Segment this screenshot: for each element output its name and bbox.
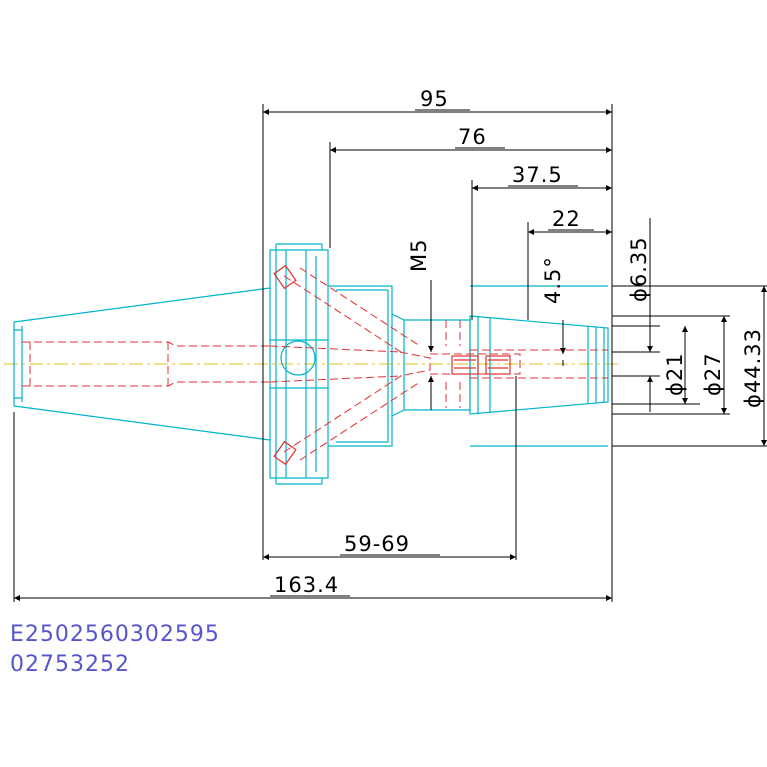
dim-overall-flange: 95 — [420, 87, 449, 111]
dia-bore-label: ϕ6.35 — [627, 236, 651, 302]
flange — [269, 249, 329, 479]
dim-clamp-depth: 22 — [552, 207, 581, 231]
dia-body-label: ϕ44.33 — [741, 328, 765, 408]
dia-nose-large-label: ϕ27 — [701, 352, 725, 396]
body — [328, 285, 393, 447]
part-code-secondary: 02753252 — [10, 652, 130, 677]
taper-shank — [13, 287, 271, 441]
dimension-lines — [13, 104, 767, 602]
dim-adjust-range: 59-69 — [344, 532, 410, 556]
dia-nose-small-label: ϕ21 — [663, 352, 687, 396]
hidden-lines — [22, 267, 608, 461]
dim-body-length: 76 — [458, 125, 487, 149]
thread-label: M5 — [407, 239, 431, 272]
dim-overall-length: 163.4 — [274, 573, 339, 597]
dimension-labels: 95 76 37.5 22 59-69 163.4 M5 4.5° ϕ6.35 … — [274, 87, 765, 597]
screws — [273, 264, 511, 466]
part-code-primary: E2502560302595 — [10, 622, 220, 647]
dim-bore-depth: 37.5 — [512, 163, 563, 187]
holder-outline — [13, 243, 609, 485]
drive-hole — [280, 340, 316, 376]
taper-angle-label: 4.5° — [541, 256, 565, 304]
